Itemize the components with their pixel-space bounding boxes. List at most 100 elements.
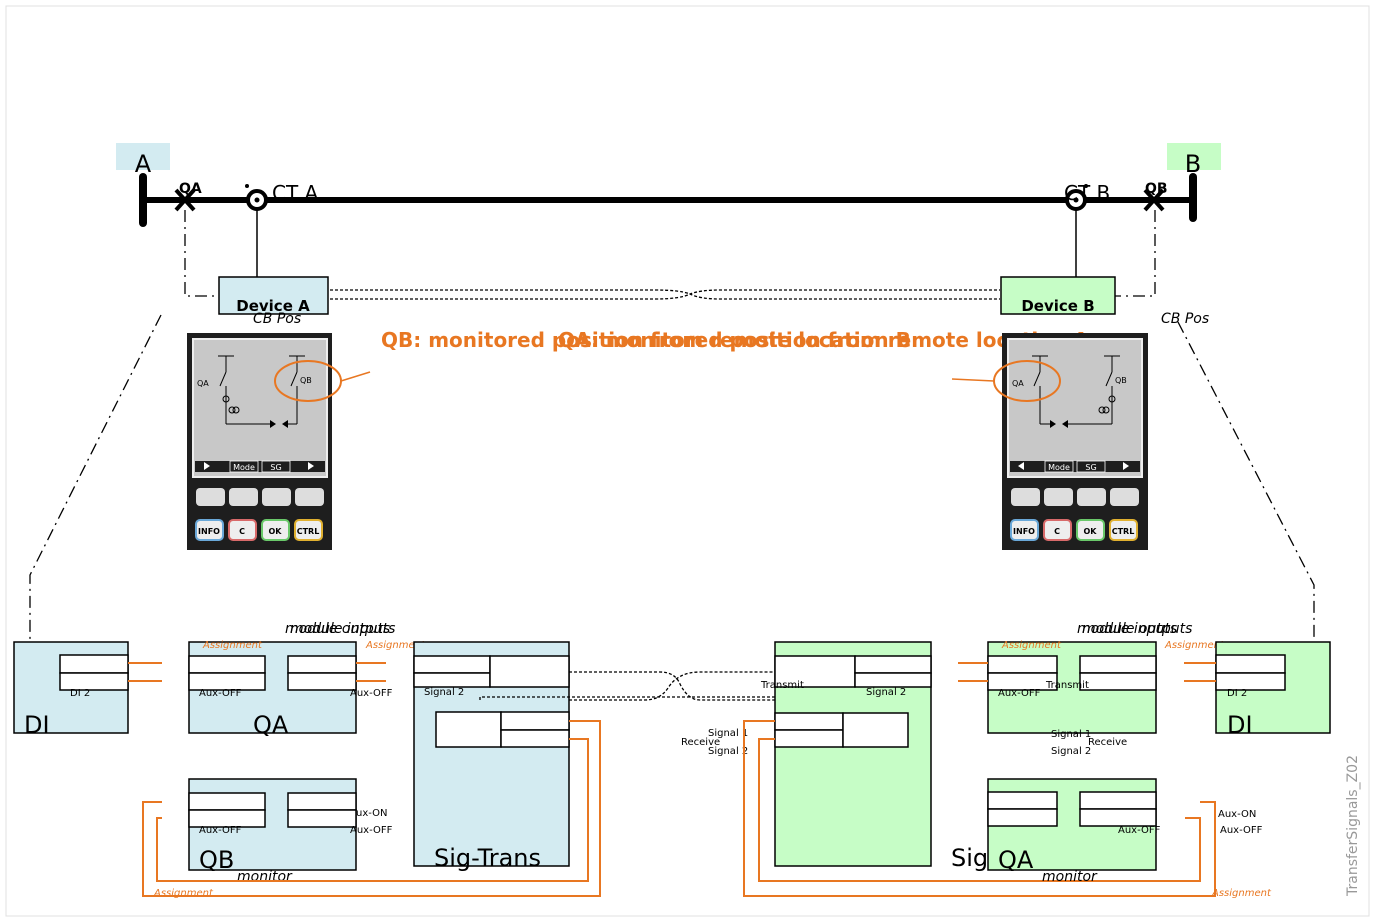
device-a-label: Device A <box>236 297 310 315</box>
hmi-a-callout-pointer <box>340 371 371 382</box>
sig-trans-communication-link <box>479 671 865 701</box>
qa-a-out-assignment-label: Assignment <box>365 640 426 651</box>
qb-position-link <box>1115 210 1156 297</box>
qa-b-aux-on-out: Aux-ON <box>1218 809 1256 820</box>
hmi-a-c-button[interactable]: C <box>239 527 245 536</box>
di-a-slot-1 <box>59 654 129 674</box>
sig-trans-a-out-slot-2 <box>500 729 570 748</box>
di-b-slot-1 <box>1215 654 1286 674</box>
hmi-a-ctrl-button[interactable]: CTRL <box>297 527 320 536</box>
hmi-panel-a: QA QB Mode SG INFO C OK CTRL <box>187 333 332 550</box>
busbar-a-tag <box>116 143 170 170</box>
breaker-qb-label: QB <box>1145 181 1168 197</box>
hmi-b-c-button[interactable]: C <box>1054 527 1060 536</box>
hmi-a-qa-label: QA <box>197 379 209 388</box>
qb-a-label: QB <box>199 846 234 874</box>
module-outputs-label-b: module outputs <box>1082 621 1192 637</box>
di-a-label: DI <box>24 711 50 739</box>
sig-qa-b-transmit-label: Transmit <box>760 680 804 691</box>
module-outputs-label-a: module outputs <box>285 621 395 637</box>
qb-b-in-slot-1 <box>987 655 1058 674</box>
feedback-wire-a-outer <box>142 720 601 897</box>
di-b-label: DI <box>1227 711 1253 739</box>
hmi-b-ok-button[interactable]: OK <box>1084 527 1098 536</box>
qb-a-in-slot-1 <box>188 792 266 811</box>
sig-trans-a-label: Sig-Trans <box>434 844 541 872</box>
qa-b-monitor-label: monitor <box>1042 869 1098 885</box>
qa-b-out-slot-2 <box>1079 808 1157 827</box>
qb-b-receive-label: Receive <box>1088 737 1127 748</box>
hmi-a-info-button[interactable]: INFO <box>198 527 220 536</box>
qb-a-aux-off-in: Aux-OFF <box>199 825 242 836</box>
hmi-a-softkey-sg[interactable]: SG <box>270 463 281 472</box>
sig-trans-a-out-slot-1 <box>500 711 570 731</box>
qa-a-in-slot-2 <box>188 672 266 691</box>
breaker-qa-symbol <box>174 188 196 212</box>
qb-b-out-assignment-label: Assignment <box>1164 640 1225 651</box>
feedback-wire-b-inner <box>758 738 1201 882</box>
qa-b-in-slot-2 <box>987 808 1058 827</box>
qa-a-assignment-label: Assignment <box>202 640 263 651</box>
sig-trans-a-transmit-block <box>489 655 570 688</box>
sig-trans-a-in-slot-2 <box>413 672 491 688</box>
qa-a-out-slot-1 <box>287 655 357 674</box>
qa-b-out-slot-1 <box>1079 791 1157 810</box>
cb-pos-label-b: CB Pos <box>1161 311 1209 327</box>
breaker-qa-label: QA <box>179 181 202 197</box>
qb-b-assignment-label: Assignment <box>1001 640 1062 651</box>
busbar-b-label: B <box>1185 150 1201 178</box>
qa-b-label: QA <box>998 846 1034 874</box>
device-a-box <box>218 276 329 315</box>
module-inputs-label-b: module inputs <box>1077 621 1177 637</box>
qb-b-signal-2: Signal 2 <box>1051 746 1091 757</box>
qa-a-in-slot-1 <box>188 655 266 674</box>
qb-b-transmit-label: Transmit <box>1045 680 1089 691</box>
hmi-b-info-button[interactable]: INFO <box>1013 527 1035 536</box>
hmi-a-qb-label: QB <box>300 376 312 385</box>
qa-b-aux-off: Aux-OFF <box>1118 825 1161 836</box>
feedback-b-assignment-label: Assignment <box>1211 888 1272 899</box>
ct-b-label: CT B <box>1064 181 1110 205</box>
qb-b-signal-1: Signal 1 <box>1051 729 1091 740</box>
hmi-b-softkey-mode[interactable]: Mode <box>1048 463 1070 472</box>
breaker-qb-symbol <box>1143 188 1165 212</box>
di-b-signal-label: DI 2 <box>1227 688 1247 699</box>
hmi-a-ok-button[interactable]: OK <box>269 527 283 536</box>
qb-a-aux-off-out: Aux-OFF <box>350 825 393 836</box>
qb-a-out-slot-1 <box>287 792 357 811</box>
sig-qa-b-in-slot-2 <box>854 672 932 688</box>
callout-qa-remote: QA: monitored position from remote locat… <box>558 328 1089 352</box>
sig-qa-b-receive-block <box>842 712 909 748</box>
hmi-panel-b: QA QB Mode SG INFO C OK CTRL <box>1002 333 1148 550</box>
outer-frame <box>5 5 1370 917</box>
qa-position-link <box>184 210 219 297</box>
device-communication-link <box>330 289 1000 300</box>
sig-qa-b-out-slot-1 <box>774 712 844 731</box>
di-a-signal-label: DI 2 <box>70 688 90 699</box>
hmi-b-ctrl-button[interactable]: CTRL <box>1112 527 1135 536</box>
feedback-wire-b-outer <box>743 720 1216 897</box>
module-inputs-label-a: module inputs <box>290 621 390 637</box>
figure-id: TransferSignals_Z02 <box>1345 755 1361 897</box>
qa-a-aux-off-in: Aux-OFF <box>199 688 242 699</box>
cb-pos-label-a: CB Pos <box>253 311 301 327</box>
qa-b-in-slot-1 <box>987 791 1058 810</box>
sig-trans-a-receive-block <box>435 711 502 748</box>
cb-pos-link-b <box>1177 321 1315 677</box>
sig-qa-b-transmit-block <box>774 655 856 688</box>
sig-qa-b-signal-1: Signal 1 <box>708 728 748 739</box>
sig-trans-a-signal-2: Signal 2 <box>424 687 464 698</box>
sig-qa-b-signal-2: Signal 2 <box>866 687 906 698</box>
hmi-a-softkey-mode[interactable]: Mode <box>233 463 255 472</box>
feedback-a-assignment-label: Assignment <box>153 888 214 899</box>
qb-a-aux-on-out: ux-ON <box>356 808 388 819</box>
hmi-b-softkey-sg[interactable]: SG <box>1085 463 1096 472</box>
ct-a-label: CT A <box>272 181 319 205</box>
qa-b-aux-off-out: Aux-OFF <box>1220 825 1263 836</box>
device-b-box <box>1000 276 1116 315</box>
qb-b-out-slot-1 <box>1079 655 1157 674</box>
busbar-a-label: A <box>135 150 152 178</box>
busbar-b-tag <box>1167 143 1221 170</box>
qb-a-out-slot-2 <box>287 809 357 828</box>
